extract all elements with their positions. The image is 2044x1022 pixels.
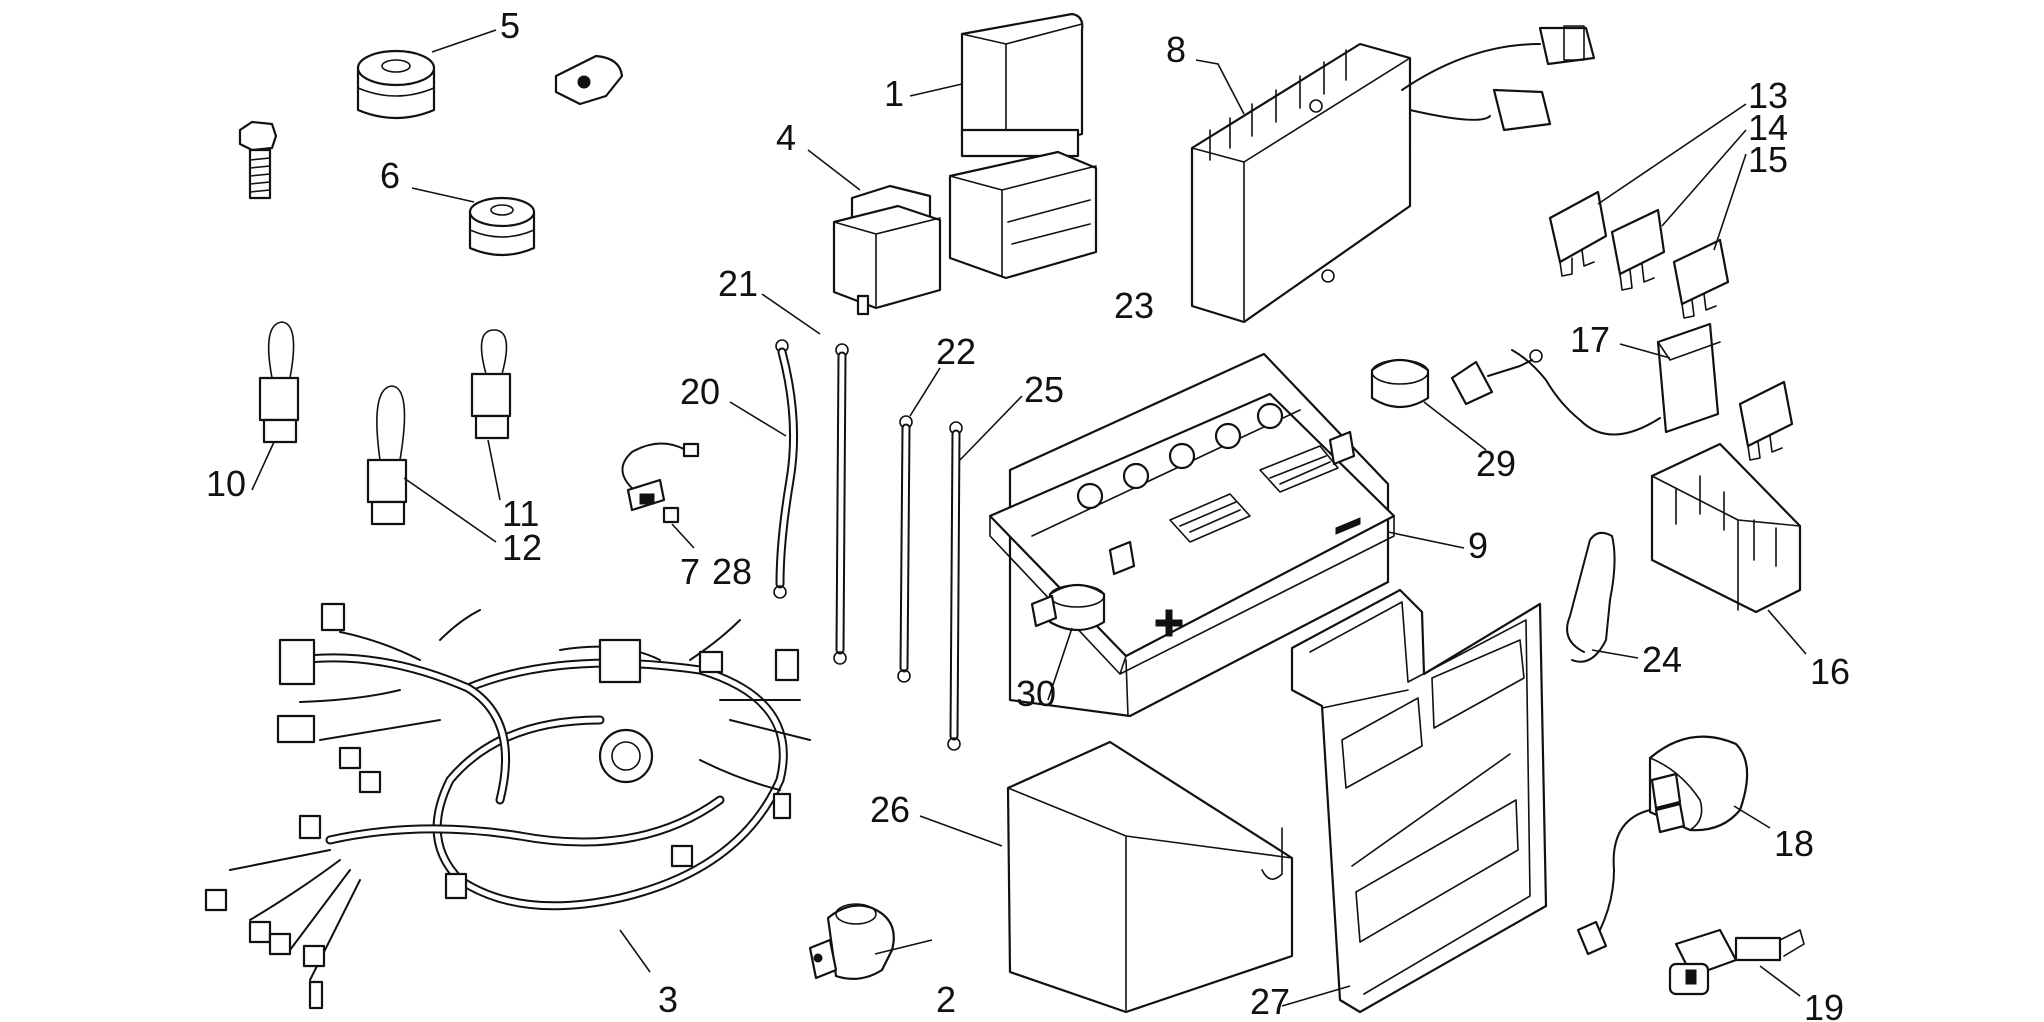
callout-14: 14 <box>1748 107 1788 148</box>
part-19-switch <box>1668 928 1805 996</box>
part-1-relay <box>960 12 1084 158</box>
callout-7: 7 <box>680 551 700 592</box>
part-17-fuse-holder-cable <box>1511 322 1721 436</box>
callout-1: 1 <box>884 73 904 114</box>
part-15-fuse <box>1672 238 1730 319</box>
callout-27: 27 <box>1250 981 1290 1022</box>
part-2-pressure-switch <box>808 903 895 981</box>
part-25-cable <box>947 421 963 751</box>
part-29-terminal-cap <box>1370 349 1543 409</box>
callout-30: 30 <box>1016 673 1056 714</box>
part-3-wiring-harness <box>204 602 811 1010</box>
part-16-fuse-box <box>1650 442 1802 614</box>
part-14-fuse <box>1610 208 1666 291</box>
part-23-relay-base <box>948 150 1098 280</box>
part-5-grommet <box>356 49 436 120</box>
leader-lines <box>251 29 1807 1007</box>
callout-28: 28 <box>712 551 752 592</box>
callout-5: 5 <box>500 5 520 46</box>
part-13-fuse <box>1548 190 1608 277</box>
callout-17: 17 <box>1570 319 1610 360</box>
callout-20: 20 <box>680 371 720 412</box>
callout-26: 26 <box>870 789 910 830</box>
part-26-battery-tray <box>1006 740 1294 1014</box>
spare-fuse <box>1738 380 1794 461</box>
callout-29: 29 <box>1476 443 1516 484</box>
part-18-sensor <box>1576 735 1749 956</box>
part-8-regulator <box>1190 25 1596 324</box>
part-30-terminal-cap <box>1030 583 1106 632</box>
callout-11: 11 <box>502 493 539 534</box>
callout-19: 19 <box>1804 987 1844 1022</box>
part-11-fuse-holder <box>470 329 512 440</box>
bolt <box>238 120 278 200</box>
part-24-wire-loop <box>1566 531 1616 663</box>
part-20-cable <box>773 339 799 599</box>
part-21-cable <box>833 343 849 665</box>
callout-8: 8 <box>1166 29 1186 70</box>
callout-16: 16 <box>1810 651 1850 692</box>
callout-22: 22 <box>936 331 976 372</box>
callout-10: 10 <box>206 463 246 504</box>
part-7-switch <box>621 442 700 524</box>
callout-18: 18 <box>1774 823 1814 864</box>
part-12-fuse-holder <box>366 385 408 526</box>
callout-6: 6 <box>380 155 400 196</box>
part-27-cover-plate <box>1290 588 1548 1014</box>
callout-13: 13 <box>1748 75 1788 116</box>
part-10-fuse-holder <box>258 321 300 444</box>
callout-23: 23 <box>1114 285 1154 326</box>
callout-21: 21 <box>718 263 758 304</box>
callout-9: 9 <box>1468 525 1488 566</box>
callout-3: 3 <box>658 979 678 1020</box>
callout-12: 12 <box>502 527 542 568</box>
callout-labels: 1 2 3 4 5 6 7 8 9 10 11 12 13 14 15 16 1… <box>206 5 1850 1022</box>
callout-25: 25 <box>1024 369 1064 410</box>
callout-4: 4 <box>776 117 796 158</box>
part-22-cable <box>897 415 913 683</box>
part-4-small-relay <box>832 184 942 316</box>
cable-clip <box>554 54 624 106</box>
callout-2: 2 <box>936 979 956 1020</box>
part-6-small-grommet <box>468 196 536 257</box>
callout-15: 15 <box>1748 139 1788 180</box>
callout-24: 24 <box>1642 639 1682 680</box>
